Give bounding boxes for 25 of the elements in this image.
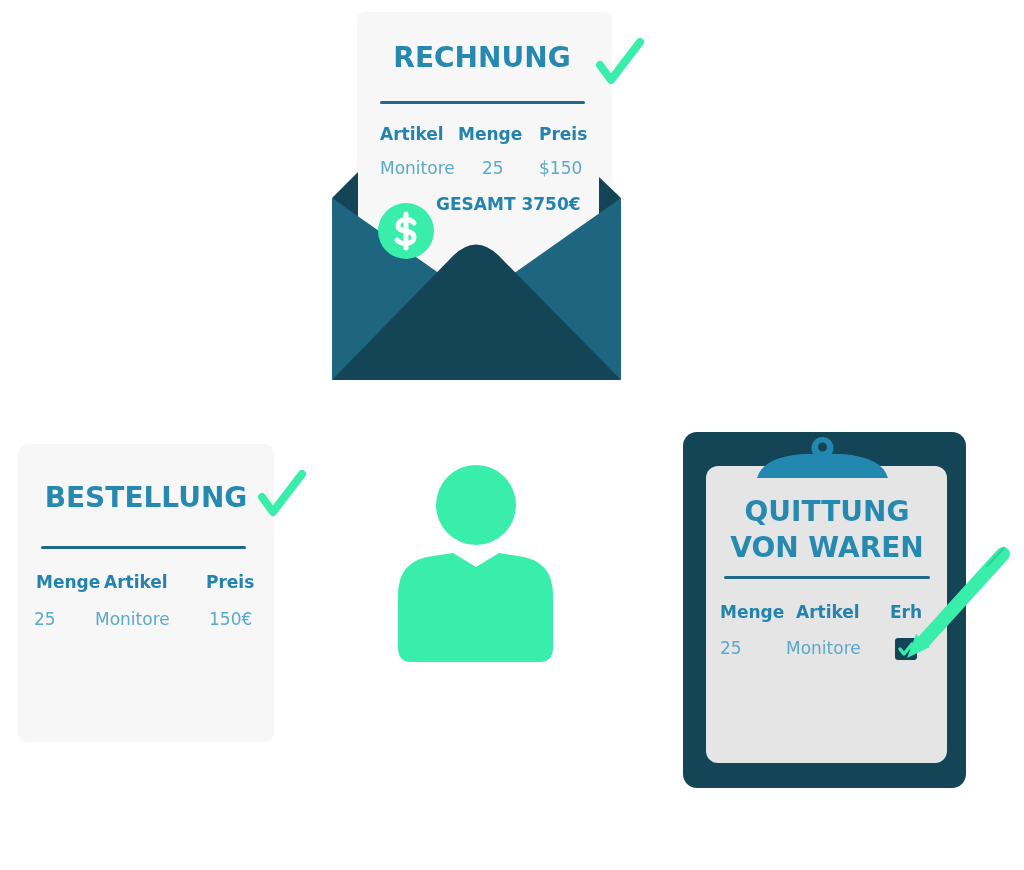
column-heading: Preis	[539, 123, 588, 145]
column-heading: Menge	[458, 123, 523, 145]
column-heading: Artikel	[104, 571, 168, 593]
document-title: QUITTUNG VON WAREN	[729, 494, 925, 566]
person-silhouette	[398, 465, 553, 662]
table-value: 25	[482, 157, 504, 179]
table-value: 25	[720, 637, 742, 659]
total-amount: GESAMT 3750€	[436, 193, 581, 215]
document-title: RECHNUNG	[393, 40, 571, 76]
document-title: BESTELLUNG	[44, 480, 248, 516]
table-value: Monitore	[786, 637, 861, 659]
table-value: 25	[34, 608, 56, 630]
order-document	[18, 444, 274, 742]
column-heading: Artikel	[796, 601, 860, 623]
column-heading: Artikel	[380, 123, 444, 145]
clipboard	[683, 432, 966, 788]
column-heading: Preis	[206, 571, 255, 593]
table-value: 150€	[209, 608, 253, 630]
column-heading: Menge	[36, 571, 101, 593]
table-value: Monitore	[95, 608, 170, 630]
invoice-in-envelope	[332, 12, 621, 380]
table-value: Monitore	[380, 157, 455, 179]
table-value: $150	[539, 157, 583, 179]
column-heading: Erh	[890, 601, 923, 623]
column-heading: Menge	[720, 601, 785, 623]
